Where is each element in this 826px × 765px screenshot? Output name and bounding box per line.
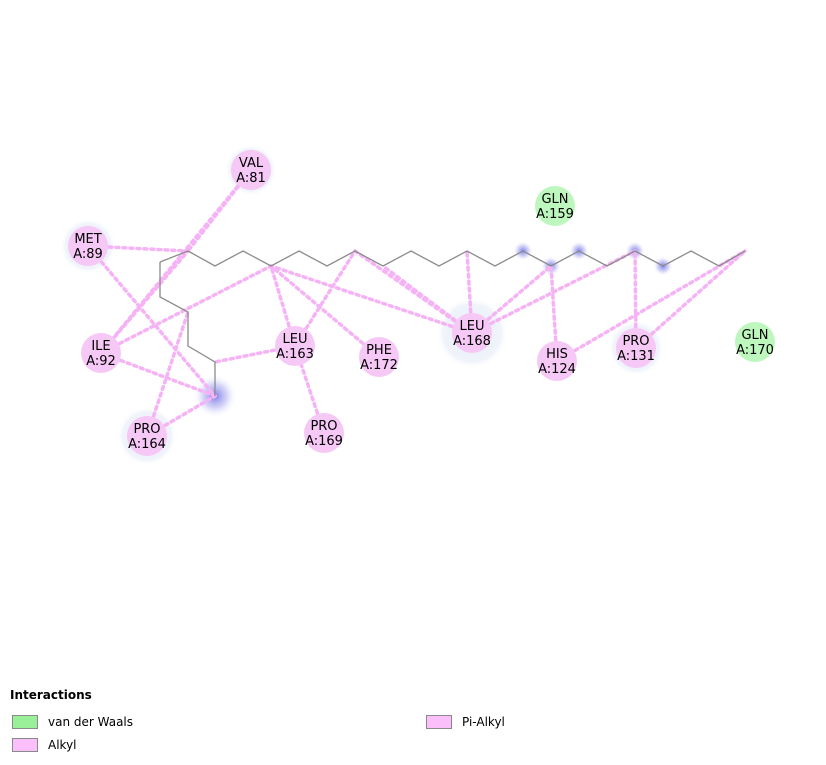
interaction-line-his124 [555,249,747,363]
interaction-line-pro164 [145,310,190,438]
residue-name: HIS [546,347,568,362]
interaction-lines [86,168,747,438]
residue-number: A:131 [617,349,655,364]
residue-name: PRO [310,419,337,434]
residue-disc [735,322,775,362]
residue-name: LEU [460,319,485,334]
residue-disc [231,150,271,190]
interaction-line-leu168 [353,249,474,335]
ligand-structure [159,250,746,396]
interaction-line-phe172 [269,264,381,359]
residue-name: MET [74,232,101,247]
residue-number: A:81 [236,171,266,186]
residue-disc [81,333,121,373]
ligand-branch [159,262,216,396]
residue-number: A:89 [73,247,103,262]
residue-disc [537,341,577,381]
residue-number: A:92 [86,354,116,369]
interaction-line-ile92 [99,264,273,355]
interaction-line-met89 [86,244,217,398]
residue-number: A:124 [538,362,576,377]
residue-number: A:159 [536,207,574,222]
legend-item-pi-alkyl: Pi-Alkyl [426,714,505,730]
residue-number: A:164 [128,437,166,452]
residue-disc [535,186,575,226]
legend-title: Interactions [10,688,92,702]
residue-disc [127,416,167,456]
legend-swatch-alkyl [12,738,38,752]
interaction-line-leu168 [269,264,474,335]
residue-disc [359,337,399,377]
legend-label: van der Waals [48,715,134,729]
legend-item-van-der-waals: van der Waals [12,714,133,730]
residue-number: A:168 [453,334,491,349]
residue-name: ILE [91,339,110,354]
interaction-line-ile92 [99,249,190,355]
residue-name: VAL [239,156,264,171]
ligand-main-chain [187,250,746,267]
residue-name: PRO [622,334,649,349]
residue-name: PHE [366,343,392,358]
residue-disc [304,413,344,453]
legend-swatch-pi-alkyl [426,715,452,729]
residue-disc [275,326,315,366]
interaction-line-leu168 [470,249,637,335]
interaction-diagram: VALA:81META:89ILEA:92PROA:164LEUA:163PRO… [60,144,775,466]
legend-label: Pi-Alkyl [462,715,505,729]
legend-swatch-van-der-waals [12,715,38,729]
residue-disc [452,313,492,353]
residue-name: GLN [741,328,768,343]
residue-number: A:169 [305,434,343,449]
residue-name: PRO [133,422,160,437]
legend-item-alkyl: Alkyl [12,737,77,753]
residue-number: A:163 [276,347,314,362]
interaction-line-pro131 [634,249,747,350]
legend-label: Alkyl [48,738,77,752]
ligand-bond [159,250,189,263]
residue-nodes: VALA:81META:89ILEA:92PROA:164LEUA:163PRO… [68,150,775,456]
interaction-line-ile92 [99,351,217,398]
residue-disc [616,328,656,368]
residue-name: GLN [541,192,568,207]
residue-number: A:170 [736,343,774,358]
legend: Interactions van der Waals Pi-Alkyl Alky… [0,680,826,765]
residue-disc [68,226,108,266]
residue-number: A:172 [360,358,398,373]
residue-name: LEU [283,332,308,347]
